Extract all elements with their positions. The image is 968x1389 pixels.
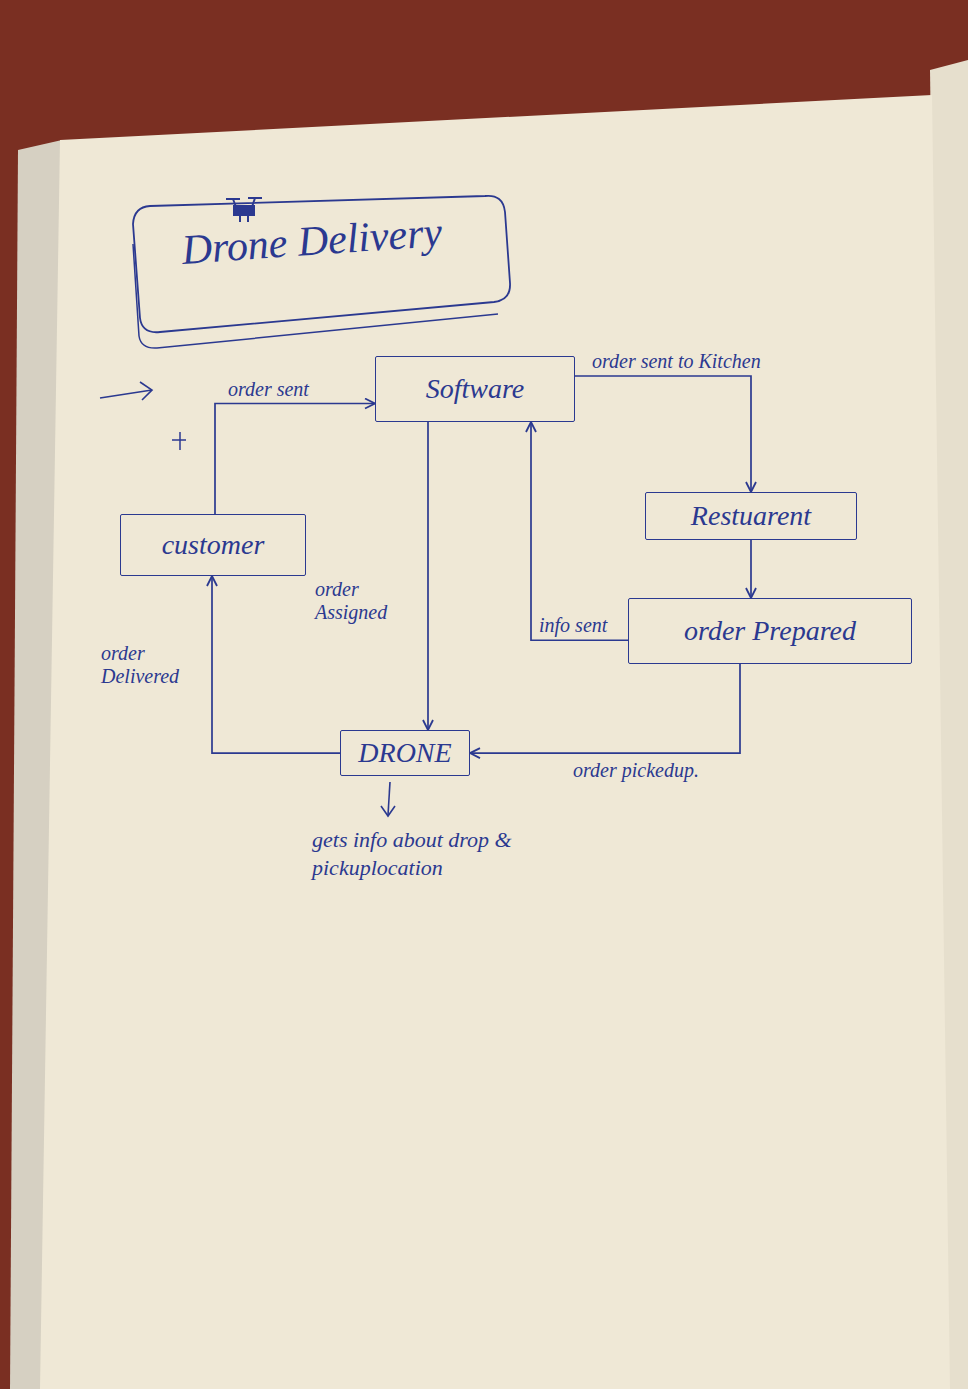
connector [750, 540, 752, 598]
connector [427, 422, 429, 730]
box-label: order Prepared [684, 615, 856, 647]
box-label: Restuarent [691, 500, 811, 532]
note: gets info about drop & pickuplocation [312, 826, 562, 881]
process-box: order Prepared [628, 598, 912, 664]
stray-plus [172, 432, 186, 450]
box-label: DRONE [358, 737, 451, 769]
drone-icon [226, 198, 262, 222]
title-box [133, 196, 510, 332]
process-box: Restuarent [645, 492, 857, 540]
process-box: Software [375, 356, 575, 422]
edge-label: order sent [225, 378, 312, 401]
process-box: DRONE [340, 730, 470, 776]
page [40, 95, 950, 1389]
edge-label: order sent to Kitchen [589, 350, 764, 373]
connector [215, 404, 375, 514]
box-label: Software [426, 373, 525, 405]
box-label: customer [162, 529, 265, 561]
connector [531, 422, 628, 640]
leader-arrow [381, 782, 395, 816]
title: Drone Delivery [180, 208, 444, 274]
edge-label: order pickedup. [570, 759, 702, 782]
connector [470, 664, 740, 753]
connector [575, 376, 751, 492]
stray-arrow [100, 382, 152, 400]
process-box: customer [120, 514, 306, 576]
edge-label: info sent [536, 614, 610, 637]
edge-label: order Assigned [312, 578, 418, 624]
edge-label: order Delivered [98, 642, 204, 688]
